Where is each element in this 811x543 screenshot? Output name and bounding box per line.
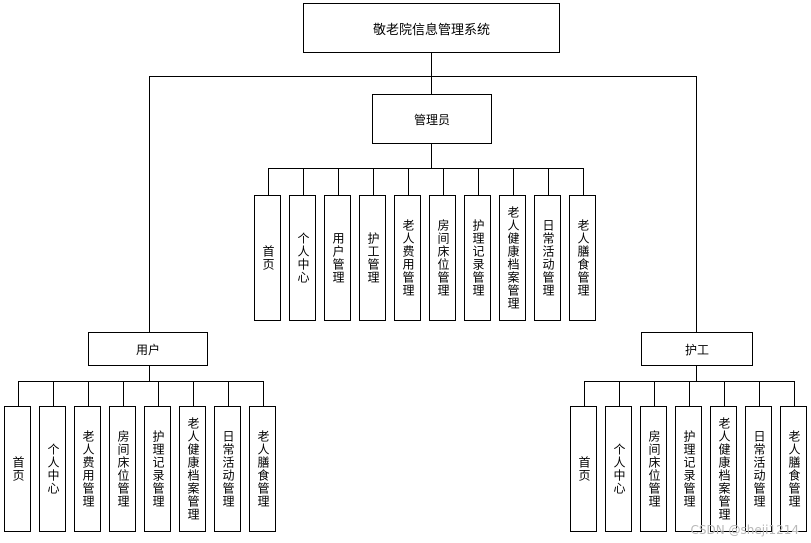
admin-role-box: 管理员 — [372, 94, 492, 144]
admin-module-box: 老人费用管理 — [394, 195, 421, 321]
admin-module-box: 护理记录管理 — [464, 195, 491, 321]
connector — [408, 168, 409, 195]
admin-module-box: 房间床位管理 — [429, 195, 456, 321]
connector — [696, 76, 697, 332]
caregiver-module-label: 房间床位管理 — [647, 430, 661, 508]
caregiver-module-box: 个人中心 — [605, 406, 632, 532]
user-module-box: 老人健康档案管理 — [179, 406, 206, 532]
admin-module-box: 首页 — [254, 195, 281, 321]
caregiver-module-label: 老人健康档案管理 — [717, 417, 731, 521]
user-module-label: 房间床位管理 — [116, 430, 130, 508]
admin-module-label: 老人费用管理 — [401, 219, 415, 297]
caregiver-module-label: 日常活动管理 — [752, 430, 766, 508]
connector — [53, 381, 54, 406]
admin-module-box: 日常活动管理 — [534, 195, 561, 321]
caregiver-module-label: 老人膳食管理 — [787, 430, 801, 508]
connector — [18, 381, 19, 406]
connector — [268, 168, 584, 169]
user-module-label: 护理记录管理 — [151, 430, 165, 508]
admin-module-box: 老人膳食管理 — [569, 195, 596, 321]
connector — [303, 168, 304, 195]
caregiver-module-label: 护理记录管理 — [682, 430, 696, 508]
connector — [123, 381, 124, 406]
admin-module-label: 个人中心 — [296, 232, 310, 284]
admin-module-label: 老人膳食管理 — [576, 219, 590, 297]
caregiver-role-box: 护工 — [641, 332, 753, 366]
user-module-label: 个人中心 — [46, 443, 60, 495]
connector — [338, 168, 339, 195]
connector — [268, 168, 269, 195]
connector — [696, 366, 697, 381]
connector — [583, 168, 584, 195]
user-role-box: 用户 — [88, 332, 208, 366]
connector — [228, 381, 229, 406]
caregiver-module-box: 护理记录管理 — [675, 406, 702, 532]
caregiver-module-box: 房间床位管理 — [640, 406, 667, 532]
user-module-box: 日常活动管理 — [214, 406, 241, 532]
system-title-box: 敬老院信息管理系统 — [303, 3, 560, 53]
connector — [431, 144, 432, 168]
connector — [88, 381, 89, 406]
user-module-box: 老人费用管理 — [74, 406, 101, 532]
user-module-box: 个人中心 — [39, 406, 66, 532]
connector — [759, 381, 760, 406]
connector — [193, 381, 194, 406]
caregiver-module-box: 老人健康档案管理 — [710, 406, 737, 532]
connector — [513, 168, 514, 195]
user-module-box: 护理记录管理 — [144, 406, 171, 532]
admin-module-label: 日常活动管理 — [541, 219, 555, 297]
admin-module-box: 用户管理 — [324, 195, 351, 321]
admin-module-label: 护工管理 — [366, 232, 380, 284]
user-module-box: 房间床位管理 — [109, 406, 136, 532]
admin-module-box: 个人中心 — [289, 195, 316, 321]
connector — [18, 381, 264, 382]
connector — [373, 168, 374, 195]
admin-module-label: 护理记录管理 — [471, 219, 485, 297]
admin-module-label: 首页 — [261, 245, 275, 271]
admin-module-label: 老人健康档案管理 — [506, 206, 520, 310]
connector — [724, 381, 725, 406]
connector — [149, 76, 150, 332]
connector — [548, 168, 549, 195]
connector — [689, 381, 690, 406]
connector — [158, 381, 159, 406]
caregiver-module-box: 老人膳食管理 — [780, 406, 807, 532]
admin-module-label: 房间床位管理 — [436, 219, 450, 297]
user-module-label: 日常活动管理 — [221, 430, 235, 508]
connector — [149, 366, 150, 381]
user-module-label: 老人健康档案管理 — [186, 417, 200, 521]
admin-module-box: 护工管理 — [359, 195, 386, 321]
connector — [619, 381, 620, 406]
connector — [443, 168, 444, 195]
caregiver-module-box: 首页 — [570, 406, 597, 532]
user-module-box: 老人膳食管理 — [249, 406, 276, 532]
connector — [431, 53, 432, 94]
caregiver-module-label: 首页 — [577, 456, 591, 482]
user-module-label: 老人膳食管理 — [256, 430, 270, 508]
watermark: CSDN @sheji1214 — [690, 523, 799, 537]
connector — [263, 381, 264, 406]
user-module-label: 首页 — [11, 456, 25, 482]
connector — [584, 381, 585, 406]
system-title: 敬老院信息管理系统 — [372, 22, 490, 38]
user-module-label: 老人费用管理 — [81, 430, 95, 508]
caregiver-role-label: 护工 — [684, 342, 709, 357]
connector — [794, 381, 795, 406]
user-module-box: 首页 — [4, 406, 31, 532]
admin-module-box: 老人健康档案管理 — [499, 195, 526, 321]
admin-module-label: 用户管理 — [331, 232, 345, 284]
caregiver-module-box: 日常活动管理 — [745, 406, 772, 532]
caregiver-module-label: 个人中心 — [612, 443, 626, 495]
connector — [149, 76, 697, 77]
admin-role-label: 管理员 — [413, 112, 450, 127]
connector — [654, 381, 655, 406]
connector — [478, 168, 479, 195]
user-role-label: 用户 — [135, 342, 160, 357]
